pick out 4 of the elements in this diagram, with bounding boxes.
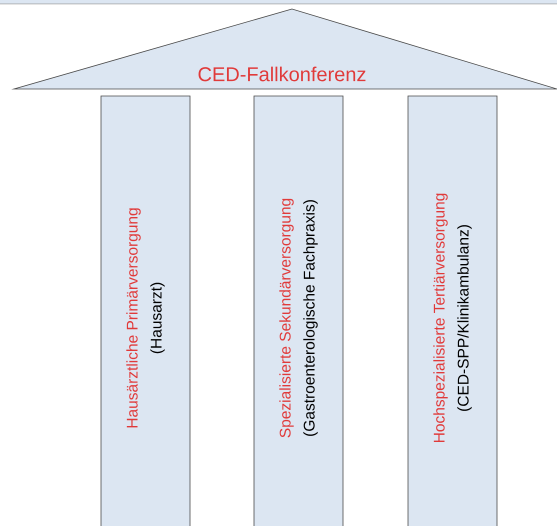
pillar-box: Hausärztliche Primärversorgung (Hausarzt) [100,96,190,526]
pillar-box: Hochspezialisierte Tertiärversorgung (CED-SPP/Klinikambulanz) [408,96,498,526]
pillar-box: Spezialisierte Sekundärversorgung (Gastroenterologische Fachpraxis) [254,96,344,526]
roof-triangle: CED-Fallkonferenz [11,8,557,90]
